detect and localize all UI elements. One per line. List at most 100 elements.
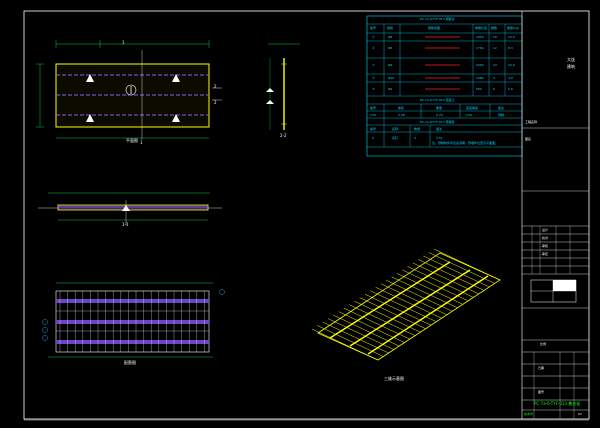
table-row-1-len: 1850 <box>476 35 484 39</box>
plan-mark-1-bottom: 1 <box>140 140 143 145</box>
iso-rebar-line <box>322 321 389 354</box>
role-check: 校对 <box>542 236 549 240</box>
table-row-3-spec: Φ6 <box>388 63 393 67</box>
rebar-schedule-table[interactable] <box>366 15 523 157</box>
section-2-2-label: 2-2 <box>280 133 287 138</box>
plan-mark-1: 1 <box>122 40 125 45</box>
role-review: 审核 <box>542 244 549 248</box>
iso-rebar-line <box>407 266 474 298</box>
iso-rebar-line <box>354 300 421 333</box>
iso-rebar-line <box>417 259 485 291</box>
table-header-id: 编号 <box>370 26 377 30</box>
drawing-number: PC-7a-6-TYF-013 叠合板 <box>534 401 581 406</box>
table-row-4-len: 1980 <box>476 76 484 80</box>
table-row-2-spec: Φ8 <box>388 46 393 50</box>
rebar-view[interactable] <box>42 282 225 358</box>
iso-rebar-line <box>412 262 479 295</box>
concrete-row-grade: C30 <box>466 113 472 117</box>
iso-rebar-line <box>311 328 379 361</box>
embed-header-id: 编号 <box>370 127 377 131</box>
role-design: 设计 <box>542 228 549 232</box>
drawing-border <box>23 10 590 420</box>
isometric-view[interactable] <box>311 248 501 361</box>
table-row-5-w: 0.8 <box>508 87 513 91</box>
table-row-4-w: 4.9 <box>508 76 513 80</box>
concrete-row-volume: 0.28 <box>398 113 405 117</box>
iso-rebar-line <box>317 325 384 357</box>
concrete-row-note: 预制 <box>498 113 505 117</box>
role-approve: 审定 <box>542 252 549 256</box>
concrete-row-id: C30 <box>370 113 376 117</box>
concrete-header-weight: 重量 <box>436 106 443 110</box>
scale-label: 比例 <box>540 342 547 346</box>
table-row-2-n: 12 <box>493 46 497 50</box>
project-name-label: 工程名称 <box>525 120 538 124</box>
concrete-header-volume: 体积 <box>398 106 405 110</box>
table-header-weight: 重量(kg) <box>507 26 519 30</box>
table-row-3-n: 24 <box>493 63 497 67</box>
table-title: PC-7a-6-TYF-013 钢筋表 <box>420 17 455 21</box>
concrete-table-title: PC-7a-6-TYF-013 混凝土 <box>420 98 455 102</box>
iso-rebar-line <box>375 287 442 319</box>
table-header-length: 单根长度 <box>475 26 488 30</box>
table-note: 注：预制构件详见总说明，预埋件位置见平面图。 <box>432 141 499 145</box>
iso-rebar-line <box>327 318 395 350</box>
iso-rebar-line <box>349 304 416 336</box>
embed-row-note: 2.5t <box>436 136 442 140</box>
table-header-sketch: 钢筋简图 <box>428 26 441 30</box>
concrete-row-weight: 0.70 <box>436 113 443 117</box>
embed-header-note: 备注 <box>436 127 443 131</box>
table-row-1-spec: Φ8 <box>388 35 393 39</box>
embed-header-qty: 数量 <box>414 127 421 131</box>
iso-rebar-line <box>386 280 453 312</box>
iso-rebar-line <box>428 252 495 284</box>
section-1-1[interactable] <box>38 192 222 225</box>
version-label: 版本号 <box>524 412 534 416</box>
plan-mark-2: 2 <box>214 84 217 89</box>
table-row-3-w: 10.9 <box>508 63 515 67</box>
iso-rebar-line <box>333 314 400 347</box>
iso-rebar-line <box>370 290 437 322</box>
iso-rebar-line <box>343 307 410 340</box>
table-row-4-id: ④ <box>372 76 375 80</box>
iso-rebar-line <box>338 311 405 343</box>
table-row-2-w: 8.3 <box>508 46 513 50</box>
concrete-header-grade: 强度等级 <box>466 106 479 110</box>
embed-table-title: PC-7a-6-TYF-013 预埋件 <box>420 120 455 124</box>
table-row-3-id: ③ <box>372 63 375 67</box>
iso-rebar-line <box>364 293 432 326</box>
table-header-spec: 规格 <box>387 26 394 30</box>
embed-header-name: 名称 <box>392 127 399 131</box>
embed-row-name: 吊钉 <box>392 136 399 140</box>
table-row-5-spec: Φ6 <box>388 87 393 91</box>
table-row-3-len: 2050 <box>476 63 484 67</box>
drawing-name-label: 图名 <box>525 137 532 141</box>
rebar-view-label: 配筋图 <box>124 360 136 365</box>
table-row-2-len: 1760 <box>476 46 484 50</box>
section-1-1-label: 1-1 <box>122 222 129 227</box>
iso-rebar-line <box>423 255 490 288</box>
iso-rebar-line <box>359 297 426 329</box>
page-number: 07 <box>578 412 582 416</box>
iso-view-label: 三维示意图 <box>384 376 404 381</box>
table-row-5-len: 580 <box>476 87 482 91</box>
table-row-4-n: 4 <box>493 76 495 80</box>
title-block[interactable] <box>521 11 589 419</box>
section-2-2[interactable] <box>266 43 300 130</box>
table-row-5-n: 6 <box>493 87 495 91</box>
sheet-label: 图号 <box>538 390 545 394</box>
embed-row-qty: 4 <box>414 136 416 140</box>
date-label: 日期 <box>538 366 545 370</box>
plan-view-label: 平面图 <box>126 138 138 143</box>
table-row-4-spec: Φ10 <box>388 76 395 80</box>
iso-rebar-line <box>391 276 458 309</box>
table-row-1-n: 18 <box>493 35 497 39</box>
plan-mark-2-bottom: 2 <box>214 100 217 105</box>
concrete-header-id: 编号 <box>370 106 377 110</box>
table-row-2-id: ② <box>372 46 375 50</box>
plan-view[interactable] <box>36 40 222 140</box>
iso-rebar-line <box>396 273 463 305</box>
company-name: 大连建筑 <box>567 57 575 69</box>
table-header-count: 根数 <box>491 26 498 30</box>
